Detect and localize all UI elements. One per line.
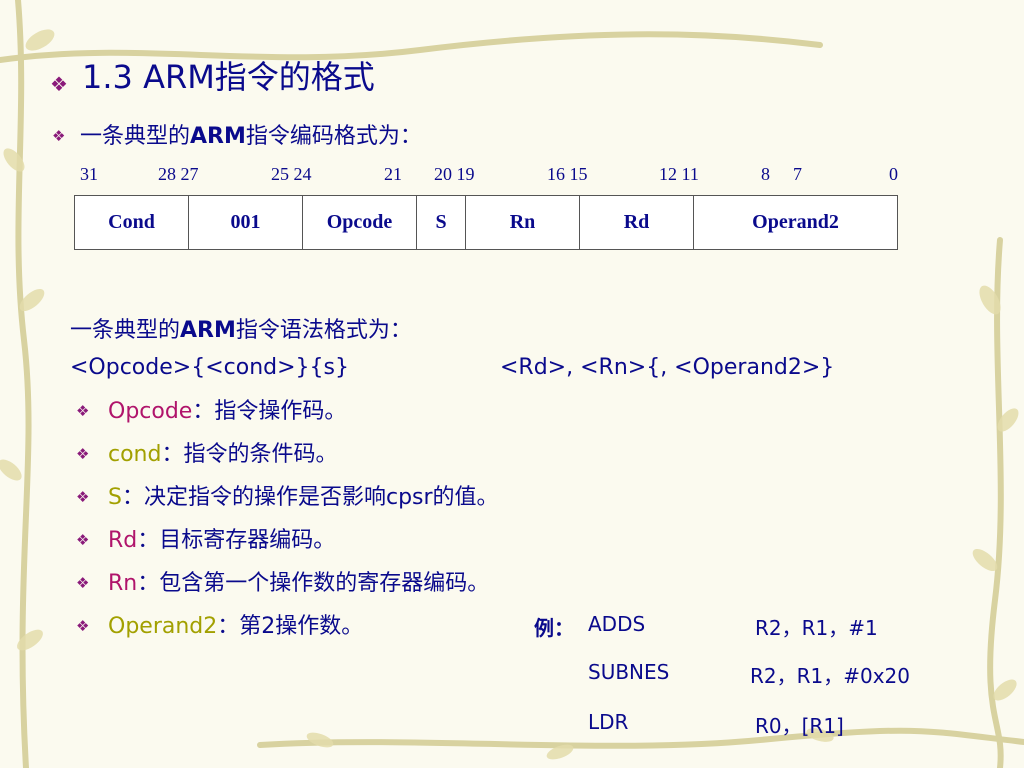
field-001: 001 xyxy=(188,195,303,250)
list-bullet-icon: ❖ xyxy=(76,617,90,635)
encoding-subtitle: 一条典型的ARM指令编码格式为： xyxy=(80,118,422,150)
item-key: cond xyxy=(108,442,162,467)
slide-title: 1.3 ARM指令的格式 xyxy=(82,58,375,96)
list-item-rn: Rn：包含第一个操作数的寄存器编码。 xyxy=(108,565,489,597)
item-desc: ：目标寄存器编码。 xyxy=(137,528,336,553)
bit-label: 16 15 xyxy=(547,164,588,184)
subtitle-part-c: 指令编码格式为： xyxy=(245,124,422,149)
item-key: S xyxy=(108,485,122,510)
list-bullet-icon: ❖ xyxy=(76,402,90,420)
field-opcode: Opcode xyxy=(302,195,417,250)
item-desc: ：指令的条件码。 xyxy=(161,442,338,467)
field-s: S xyxy=(416,195,466,250)
example-op: SUBNES xyxy=(588,660,670,684)
item-key: Rn xyxy=(108,571,138,596)
example-args: R2，R1，#1 xyxy=(755,616,878,640)
list-bullet-icon: ❖ xyxy=(76,531,90,549)
list-item-operand2: Operand2：第2操作数。 xyxy=(108,608,363,640)
title-bullet-icon: ❖ xyxy=(50,72,68,96)
field-rn: Rn xyxy=(465,195,580,250)
instruction-encoding-table: Cond 001 Opcode S Rn Rd Operand2 xyxy=(74,195,898,250)
list-item-s: S：决定指令的操作是否影响cpsr的值。 xyxy=(108,479,499,511)
list-bullet-icon: ❖ xyxy=(76,445,90,463)
subtitle-part-a: 一条典型的 xyxy=(80,124,191,149)
syntax-line-right: <Rd>, <Rn>{, <Operand2>} xyxy=(500,355,835,380)
bit-label: 12 11 xyxy=(659,164,699,184)
syntax-heading: 一条典型的ARM指令语法格式为： xyxy=(70,312,412,344)
bit-label: 0 xyxy=(889,164,898,184)
bit-label: 21 xyxy=(384,164,402,184)
list-item-rd: Rd：目标寄存器编码。 xyxy=(108,522,335,554)
item-key: Operand2 xyxy=(108,614,218,639)
example-args: R0，[R1] xyxy=(755,714,844,738)
list-item-opcode: Opcode：指令操作码。 xyxy=(108,393,346,425)
syntax-heading-part-b: ARM xyxy=(180,318,236,343)
bit-label: 8 xyxy=(761,164,770,184)
bit-label: 7 xyxy=(793,164,802,184)
field-cond: Cond xyxy=(74,195,189,250)
list-bullet-icon: ❖ xyxy=(76,574,90,592)
item-desc: ：决定指令的操作是否影响cpsr的值。 xyxy=(121,485,499,510)
subtitle-bullet-icon: ❖ xyxy=(52,127,66,145)
bit-label: 31 xyxy=(80,164,98,184)
subtitle-part-b: ARM xyxy=(190,124,246,149)
field-rd: Rd xyxy=(579,195,694,250)
list-bullet-icon: ❖ xyxy=(76,488,90,506)
syntax-line-left: <Opcode>{<cond>}{s} xyxy=(70,355,349,380)
item-desc: ：指令操作码。 xyxy=(192,399,347,424)
item-key: Opcode xyxy=(108,399,193,424)
bit-label: 28 27 xyxy=(158,164,199,184)
field-operand2: Operand2 xyxy=(693,195,898,250)
bit-label: 25 24 xyxy=(271,164,312,184)
example-op: ADDS xyxy=(588,612,646,636)
item-key: Rd xyxy=(108,528,138,553)
list-item-cond: cond：指令的条件码。 xyxy=(108,436,337,468)
encoding-row: Cond 001 Opcode S Rn Rd Operand2 xyxy=(74,195,898,250)
example-op: LDR xyxy=(588,710,629,734)
syntax-heading-part-c: 指令语法格式为： xyxy=(235,318,412,343)
item-desc: ：包含第一个操作数的寄存器编码。 xyxy=(137,571,490,596)
example-args: R2，R1，#0x20 xyxy=(750,664,911,688)
bit-label: 20 19 xyxy=(434,164,475,184)
syntax-heading-part-a: 一条典型的 xyxy=(70,318,181,343)
example-label: 例： xyxy=(534,616,574,640)
item-desc: ：第2操作数。 xyxy=(217,614,364,639)
